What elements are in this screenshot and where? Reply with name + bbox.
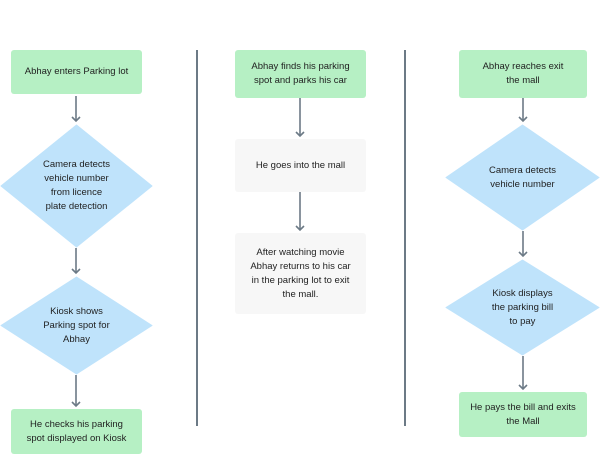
c3-start-label: Abhay reaches exit the mall	[482, 61, 564, 86]
lane-divider-left	[196, 50, 198, 426]
c2-end-box: After watching movie Abhay returns to hi…	[235, 233, 366, 314]
c1-end-label: He checks his parking spot displayed on …	[26, 418, 127, 444]
c1-camera-diamond-shape	[0, 124, 153, 248]
c3-camera-diamond-shape	[445, 124, 600, 231]
c1-kiosk-label: Kiosk shows Parking spot for Abhay	[43, 305, 110, 345]
c2-mall-label: He goes into the mall	[255, 159, 346, 171]
c1-end-box: He checks his parking spot displayed on …	[11, 409, 142, 454]
c1-start-box: Abhay enters Parking lot	[11, 50, 142, 94]
c1-start-label: Abhay enters Parking lot	[24, 66, 129, 77]
c3-camera-label: Camera detects vehicle number	[488, 164, 557, 190]
c1-kiosk-decision: Kiosk shows Parking spot for Abhay	[0, 276, 153, 375]
c3-start-box: Abhay reaches exit the mall	[459, 50, 587, 98]
c1-camera-decision: Camera detects vehicle number from licen…	[0, 124, 153, 248]
c3-kiosk-label: Kiosk displays the parking bill to pay	[491, 287, 554, 327]
lane-divider-right	[404, 50, 406, 426]
c3-kiosk-diamond-shape	[445, 259, 600, 356]
c2-start-label: Abhay finds his parking spot and parks h…	[251, 61, 350, 86]
c2-mall-box: He goes into the mall	[235, 139, 366, 192]
c1-kiosk-diamond-shape	[0, 276, 153, 375]
c3-end-label: He pays the bill and exits the Mall	[470, 401, 576, 427]
c2-end-label: After watching movie Abhay returns to hi…	[250, 246, 351, 300]
c1-camera-label: Camera detects vehicle number from licen…	[42, 159, 111, 212]
c3-end-box: He pays the bill and exits the Mall	[459, 392, 587, 437]
c3-camera-decision: Camera detects vehicle number	[445, 124, 600, 231]
c3-kiosk-decision: Kiosk displays the parking bill to pay	[445, 259, 600, 356]
c2-start-box: Abhay finds his parking spot and parks h…	[235, 50, 366, 98]
